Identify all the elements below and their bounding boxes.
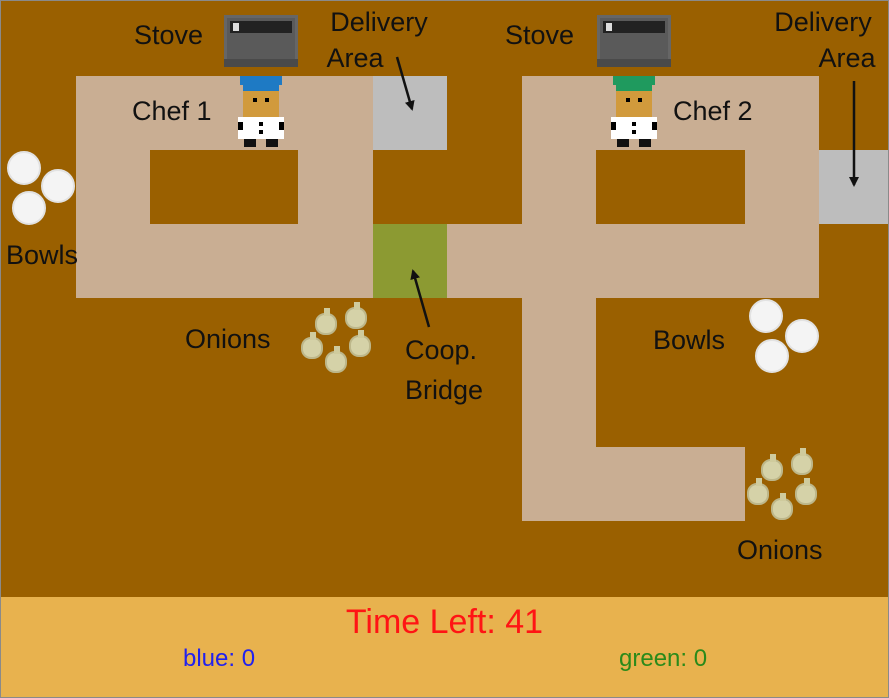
onion-icon xyxy=(791,448,813,475)
chef2-sprite xyxy=(611,76,657,147)
delivery-label-left-1: Delivery xyxy=(330,7,428,37)
bowl-icon xyxy=(785,319,819,353)
bowls-label-left: Bowls xyxy=(6,240,79,270)
stove-icon xyxy=(224,15,298,67)
chef1-sprite xyxy=(238,76,284,147)
bowl-icon xyxy=(755,339,789,373)
annotation-arrows xyxy=(395,56,859,328)
coop-bridge xyxy=(373,224,447,298)
onion-icon xyxy=(349,330,371,357)
chef2-label: Chef 2 xyxy=(673,96,753,126)
stove-label-right: Stove xyxy=(505,20,575,50)
delivery-area-left xyxy=(373,76,447,150)
arrow-delivery-left xyxy=(395,56,415,111)
onion-icon xyxy=(795,478,817,505)
floor-left-top xyxy=(76,76,373,150)
onion-icon xyxy=(761,454,783,481)
onions-label-left: Onions xyxy=(185,324,271,354)
onion-icon xyxy=(325,346,347,373)
bowl-icon xyxy=(7,151,41,185)
floor-right-left xyxy=(522,150,596,521)
floor-left-right xyxy=(298,150,373,298)
bowls-label-right: Bowls xyxy=(653,325,726,355)
green-score: green: 0 xyxy=(619,645,708,672)
floor-right-top xyxy=(522,76,819,150)
floor-left-bottom xyxy=(150,224,298,298)
bowl-icon xyxy=(749,299,783,333)
onion-icon xyxy=(345,302,367,329)
delivery-label-right-2: Area xyxy=(818,43,876,73)
floor-right-right xyxy=(745,150,819,298)
bridge-label-1: Coop. xyxy=(405,335,478,365)
onion-icon xyxy=(315,308,337,335)
onions-label-right: Onions xyxy=(737,535,823,565)
floor-connector xyxy=(447,224,745,298)
delivery-label-left-2: Area xyxy=(326,43,384,73)
stove-label-left: Stove xyxy=(134,20,204,50)
status-bar: Time Left: 41 blue: 0 green: 0 xyxy=(1,597,888,697)
onion-icon xyxy=(771,493,793,520)
onion-icon xyxy=(301,332,323,359)
floor-right-bottom xyxy=(596,447,745,521)
stove-icon xyxy=(597,15,671,67)
arrow-bridge xyxy=(410,269,431,328)
onion-icon xyxy=(747,478,769,505)
chef1-label: Chef 1 xyxy=(132,96,212,126)
bowl-icon xyxy=(12,191,46,225)
floor-left-left xyxy=(76,150,150,298)
time-left: Time Left: 41 xyxy=(345,603,544,641)
delivery-label-right-1: Delivery xyxy=(774,7,872,37)
bridge-label-2: Bridge xyxy=(405,375,484,405)
bowl-icon xyxy=(41,169,75,203)
blue-score: blue: 0 xyxy=(183,645,256,672)
